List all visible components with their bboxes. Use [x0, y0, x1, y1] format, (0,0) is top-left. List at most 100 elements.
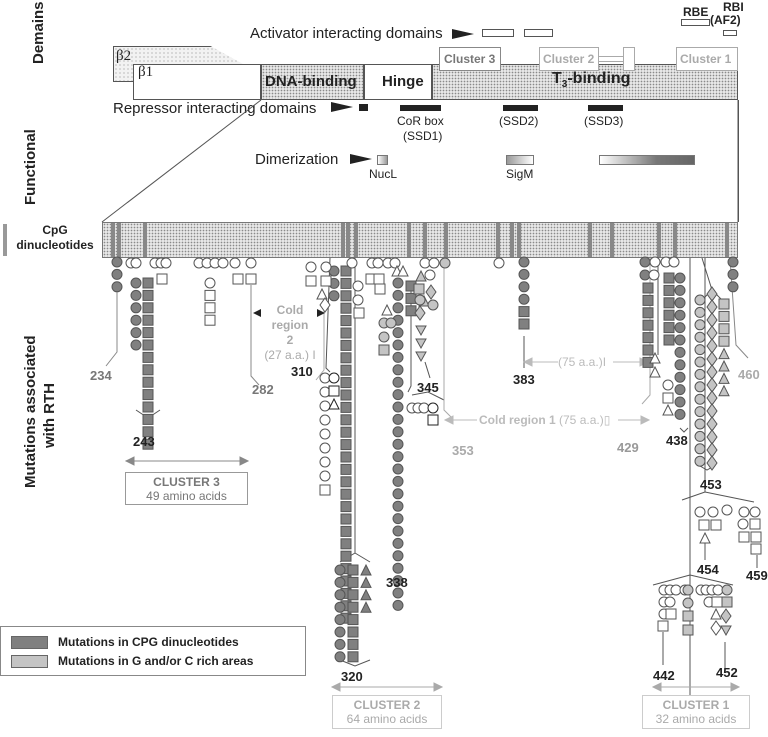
- mutation-square: [405, 305, 417, 317]
- cold2-left-arrow-icon: [253, 309, 261, 317]
- position-454: 454: [697, 562, 719, 577]
- mutation-square: [665, 608, 677, 620]
- activator-domain-1: [482, 29, 514, 37]
- mutation-triangle: [360, 576, 372, 588]
- cpg-stripe: [354, 223, 358, 257]
- position-320: 320: [341, 669, 363, 684]
- t3-label-sub: 3: [561, 79, 568, 91]
- mutation-circle: [694, 406, 706, 418]
- mutation-circle: [372, 257, 384, 269]
- mutation-circle: [378, 331, 390, 343]
- cold2-line4: (27 a.a.) I: [264, 348, 316, 362]
- mutation-circle: [334, 564, 346, 576]
- mutation-square: [340, 265, 352, 277]
- mutation-circle: [334, 651, 346, 663]
- mutation-circle: [639, 256, 651, 268]
- mutation-circle: [392, 475, 404, 487]
- mutation-square: [340, 352, 352, 364]
- cpg-stripe: [346, 223, 350, 257]
- mutation-circle: [674, 384, 686, 396]
- mutation-square: [373, 273, 385, 285]
- mutation-circle: [392, 587, 404, 599]
- mutation-diamond: [706, 325, 718, 341]
- position-442: 442: [653, 668, 675, 683]
- mutation-circle: [518, 293, 530, 305]
- mutation-square: [642, 294, 654, 306]
- mutation-square: [142, 339, 154, 351]
- mutation-circle: [334, 626, 346, 638]
- mutation-square: [305, 275, 317, 287]
- mutation-circle: [392, 339, 404, 351]
- mutation-square: [347, 638, 359, 650]
- mutation-triangle: [710, 607, 722, 620]
- mutation-circle: [674, 359, 686, 371]
- mutation-circle: [392, 463, 404, 475]
- mutation-square: [340, 451, 352, 463]
- position-353: 353: [452, 443, 474, 458]
- mutation-square: [142, 364, 154, 376]
- mutation-square: [711, 596, 723, 608]
- mutation-triangle: [381, 303, 393, 316]
- mutation-triangle: [718, 347, 730, 360]
- cluster3-tag-label: Cluster 3: [444, 52, 496, 66]
- mutation-circle: [111, 268, 123, 280]
- mutation-circle: [319, 428, 331, 440]
- beta1-domain: [133, 64, 261, 100]
- mutation-circle: [694, 306, 706, 318]
- mutation-circle: [662, 379, 674, 391]
- dimerization-arrow-icon: [350, 154, 372, 164]
- mutation-triangle: [718, 384, 730, 397]
- nucl-domain: [377, 155, 388, 165]
- cpg-stripe: [444, 223, 448, 257]
- corbox-domain: [400, 105, 441, 111]
- sigm-label: SigM: [506, 167, 534, 181]
- mutation-circle: [674, 334, 686, 346]
- mutation-square: [142, 401, 154, 413]
- mutation-circle: [694, 418, 706, 430]
- mutation-square: [750, 531, 762, 543]
- mutation-square: [405, 292, 417, 304]
- cpg-stripe: [423, 223, 427, 257]
- mutation-circle: [694, 381, 706, 393]
- mutation-circle: [392, 488, 404, 500]
- cpg-stripe: [496, 223, 500, 257]
- mutation-circle: [424, 269, 436, 281]
- ssd2-label: (SSD2): [499, 114, 539, 128]
- mutation-circle: [392, 575, 404, 587]
- rbi-sub-label: (AF2): [710, 13, 741, 27]
- mutation-circle: [334, 638, 346, 650]
- mutation-square: [642, 319, 654, 331]
- mutation-diamond: [706, 442, 718, 458]
- mutation-square: [642, 282, 654, 294]
- mutation-circle: [328, 290, 340, 302]
- cold1-title: Cold region 1: [479, 413, 556, 427]
- mutation-circle: [392, 426, 404, 438]
- connector-442-split: [652, 574, 734, 586]
- mutation-triangle: [397, 264, 409, 277]
- mutation-square: [340, 513, 352, 525]
- mutation-square: [642, 332, 654, 344]
- mutation-triangle: [662, 403, 674, 416]
- mutation-circle: [674, 297, 686, 309]
- connector-345: [424, 361, 431, 379]
- cpg-marker: [3, 224, 7, 256]
- nucl-label: NucL: [369, 167, 398, 181]
- mutation-square: [657, 620, 669, 632]
- mutation-square: [718, 298, 730, 310]
- connector-282: [250, 285, 260, 386]
- mutation-square: [142, 426, 154, 438]
- mutation-square: [721, 596, 733, 608]
- mutation-square: [738, 531, 750, 543]
- mutation-circle: [130, 327, 142, 339]
- mutation-square: [245, 273, 257, 285]
- mutation-circle: [694, 443, 706, 455]
- mutation-square: [142, 413, 154, 425]
- cpg-stripe: [510, 223, 514, 257]
- cluster3-span-left-icon: [124, 456, 135, 466]
- cold2-right-arrow-icon: [317, 309, 325, 317]
- mutation-square: [750, 543, 762, 555]
- mutation-circle: [721, 504, 733, 516]
- mutation-circle: [674, 284, 686, 296]
- mutation-square: [142, 389, 154, 401]
- connector-438b: [679, 427, 689, 433]
